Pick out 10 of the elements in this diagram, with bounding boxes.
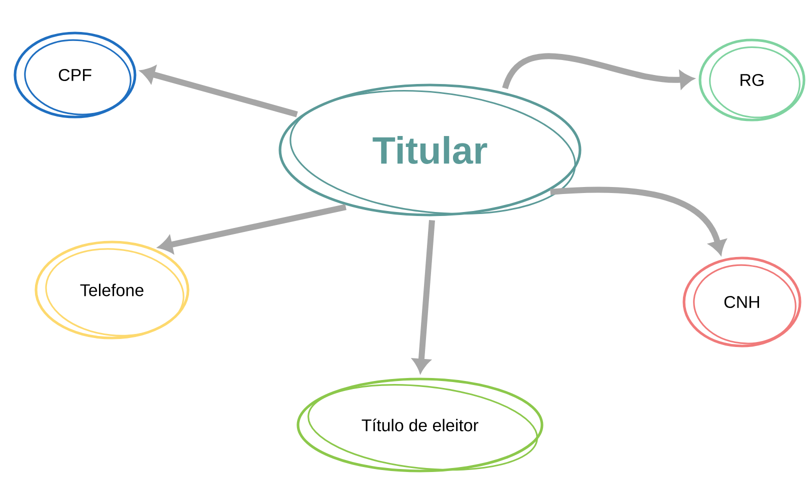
ellipse-node: RG bbox=[698, 38, 806, 122]
ellipse-node: Telefone bbox=[34, 240, 190, 340]
arrow bbox=[502, 53, 694, 90]
arrow bbox=[412, 220, 435, 372]
ellipse-node: CNH bbox=[682, 256, 802, 348]
arrow bbox=[550, 186, 726, 254]
ellipse-node: Título de eleitor bbox=[296, 378, 544, 472]
arrow bbox=[140, 66, 298, 118]
ellipse-node: CPF bbox=[14, 32, 136, 118]
arrow bbox=[158, 204, 346, 254]
